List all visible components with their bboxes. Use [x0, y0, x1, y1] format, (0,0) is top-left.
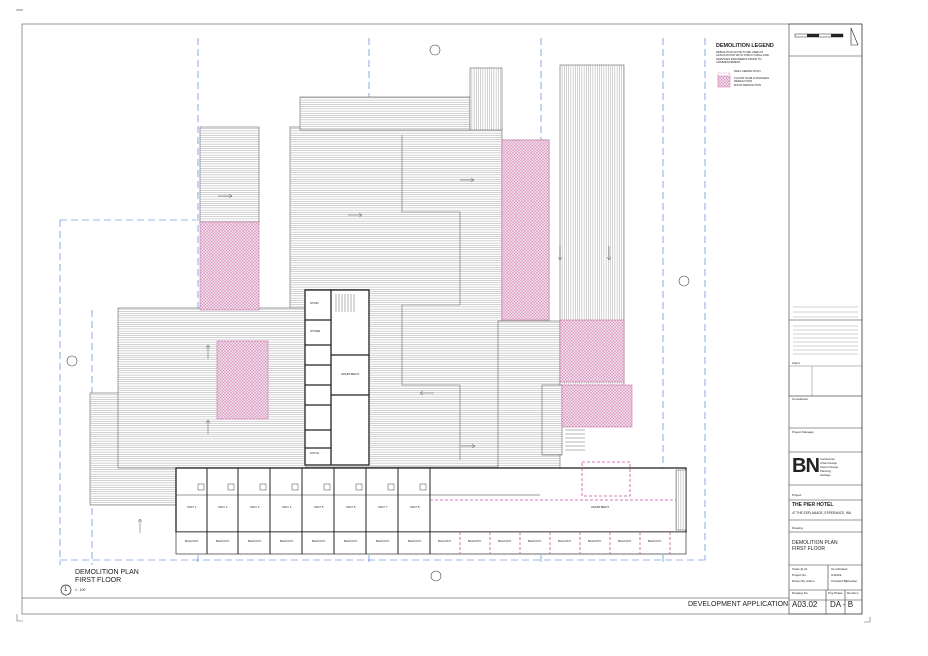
practice-line: Planning: [820, 469, 831, 473]
practice-line: Architecture: [820, 457, 835, 461]
balcony-label: BALCONY: [528, 539, 542, 543]
balcony-label: BALCONY: [248, 539, 262, 543]
balcony-label: BALCONY: [588, 539, 602, 543]
balcony-label: BALCONY: [280, 539, 294, 543]
room-apartment-east: APARTMENT: [591, 505, 610, 509]
drawing-title-line2: FIRST FLOOR: [75, 577, 122, 584]
balcony-label: BALCONY: [498, 539, 512, 543]
project-manager-label: Project Manager: [792, 430, 815, 434]
balcony-label: BALCONY: [344, 539, 358, 543]
legend-note: DEMOLITION NOTE TO BE USED IN ASSOCIATIO…: [716, 50, 769, 64]
unit-label: UNIT 3: [250, 505, 260, 509]
balcony-label: BALCONY: [185, 539, 199, 543]
room-kitchen: KITCH: [310, 451, 319, 455]
project-address: 47 THE ESPLANADE, ESPERANCE, WA: [792, 511, 851, 515]
stair: [335, 294, 585, 451]
practice-logo: BN: [792, 455, 820, 477]
legend-item-roof: ROOF DEMOLITION: [734, 83, 762, 87]
application-status: DEVELOPMENT APPLICATION: [688, 601, 789, 608]
revision-table: [793, 306, 858, 355]
project-no: G11029: [831, 573, 842, 577]
scale-value: As indicated: [831, 567, 848, 571]
consultant-label: Consultants: [792, 397, 808, 401]
bathroom-fixtures: [197, 483, 427, 491]
title-block-drawing-title: DEMOLITION PLAN FIRST FLOOR: [792, 540, 838, 552]
project-name: THE PIER HOTEL: [792, 502, 834, 508]
unit-label: UNIT 6: [346, 505, 356, 509]
drawn-label: Drawn By: [792, 579, 806, 583]
drawn-value: Author: [806, 579, 815, 583]
balcony-label: BALCONY: [312, 539, 326, 543]
unit-label: UNIT 8: [410, 505, 420, 509]
legend-swatches: [717, 72, 731, 88]
drawing-scale: 1 : 100: [75, 588, 86, 592]
existing-roofs: [89, 64, 625, 506]
balcony-label: BALCONY: [216, 539, 230, 543]
title-block-frame: [22, 23, 863, 615]
drawing-title-line1: DEMOLITION PLAN: [75, 569, 139, 576]
checked-label: Checked By: [831, 579, 848, 583]
unit-label: UNIT 5: [314, 505, 324, 509]
room-store: STORE: [310, 329, 321, 333]
checked-value: Checker: [846, 579, 858, 583]
practice-line: Interior Design: [820, 465, 839, 469]
drawing-number-bubble: [60, 584, 72, 596]
unit-label: UNIT 1: [187, 505, 197, 509]
unit-label: UNIT 7: [378, 505, 388, 509]
legend-item-floor: FLOOR SLAB & FINISHES DEMOLITION: [734, 76, 770, 84]
balcony-label: BALCONY: [438, 539, 452, 543]
client-label: Client: [792, 361, 800, 365]
project-no-label: Project No.: [792, 573, 807, 577]
drawing-no-label: Drawing No.: [792, 591, 809, 595]
room-apartment-mid: APARTMENT: [341, 372, 360, 376]
revision-value: DA - B: [830, 600, 854, 609]
practice-line: Urban Design: [820, 461, 838, 465]
balcony-label: BALCONY: [558, 539, 572, 543]
balcony-label: BALCONY: [408, 539, 422, 543]
unit-label: UNIT 2: [218, 505, 228, 509]
legend-item-wall: WALL DEMOLITION: [734, 69, 761, 73]
south-wing: [175, 461, 687, 555]
balcony-label: BALCONY: [618, 539, 632, 543]
revision-label: Revision: [847, 591, 859, 595]
unit-label: UNIT 4: [282, 505, 292, 509]
balcony-label: BALCONY: [648, 539, 662, 543]
balcony-label: BALCONY: [468, 539, 482, 543]
project-label: Project: [792, 493, 802, 497]
practice-line: Heritage: [820, 473, 831, 477]
fall-arrows: [137, 177, 612, 533]
room-stair: STAIR: [310, 301, 319, 305]
scale-bar: [794, 27, 859, 46]
balcony-label: BALCONY: [376, 539, 390, 543]
sheet-number: A03.02: [792, 600, 818, 609]
scale-label: Scale @ A1: [792, 567, 808, 571]
demolition-zones: [199, 139, 633, 428]
drawing-number: 1: [64, 587, 68, 593]
core-building: [304, 289, 370, 466]
legend-title: DEMOLITION LEGEND: [716, 43, 774, 49]
drawing-label: Drawing: [792, 526, 804, 530]
phase-label: Proj Phase: [828, 591, 843, 595]
grid-bubbles: [66, 44, 690, 582]
